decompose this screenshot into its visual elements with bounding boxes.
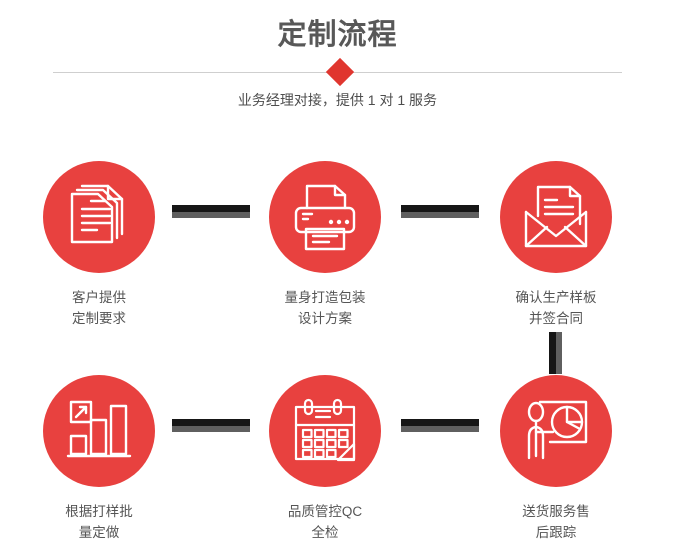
step-item-3: 确认生产样板 并签合同 xyxy=(476,161,636,329)
step-label-3: 确认生产样板 并签合同 xyxy=(515,290,597,326)
step-circle-4 xyxy=(43,375,155,487)
step-label-1: 客户提供 定制要求 xyxy=(72,290,126,326)
connector-bar-dark xyxy=(172,419,250,426)
connector-step4-step5 xyxy=(172,419,250,432)
step-label-2: 量身打造包装 设计方案 xyxy=(284,290,366,326)
step-item-6: 送货服务售 后跟踪 xyxy=(476,375,636,543)
connector-bar-gray xyxy=(172,212,250,218)
step-circle-1 xyxy=(43,161,155,273)
step-circle-3 xyxy=(500,161,612,273)
step-label-5: 品质管控QC 全检 xyxy=(287,504,363,540)
step-label-4: 根据打样批 量定做 xyxy=(65,504,133,540)
header: 定制流程 业务经理对接，提供 1 对 1 服务 xyxy=(0,0,675,130)
step-label-6: 送货服务售 后跟踪 xyxy=(522,504,590,540)
connector-step1-step2 xyxy=(172,205,250,218)
step-circle-6 xyxy=(500,375,612,487)
step-item-1: 客户提供 定制要求 xyxy=(19,161,179,329)
connector-step5-step6 xyxy=(401,419,479,432)
step-item-2: 量身打造包装 设计方案 xyxy=(245,161,405,329)
step-circle-2 xyxy=(269,161,381,273)
page-title: 定制流程 xyxy=(277,19,398,51)
connector-bar-dark xyxy=(401,205,479,212)
connector-bar-gray xyxy=(401,212,479,218)
connector-bar-dark xyxy=(549,332,556,374)
connector-bar-dark xyxy=(401,419,479,426)
connector-step2-step3 xyxy=(401,205,479,218)
connector-bar-dark xyxy=(172,205,250,212)
step-item-5: 品质管控QC 全检 xyxy=(245,375,405,543)
connector-bar-gray xyxy=(172,426,250,432)
step-circle-5 xyxy=(269,375,381,487)
step-item-4: 根据打样批 量定做 xyxy=(19,375,179,543)
diamond-icon xyxy=(325,57,355,87)
connector-bar-gray xyxy=(401,426,479,432)
connector-step3-step6 xyxy=(549,332,562,374)
page-subtitle: 业务经理对接，提供 1 对 1 服务 xyxy=(237,92,438,108)
connector-bar-gray xyxy=(556,332,562,374)
